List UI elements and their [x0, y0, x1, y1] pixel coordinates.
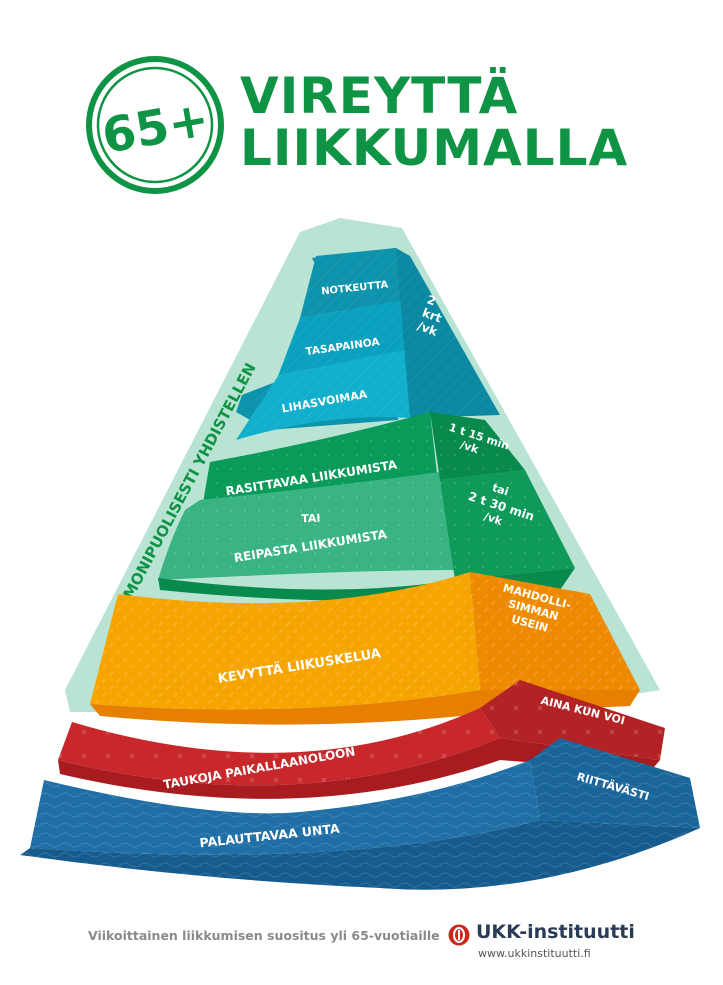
- svg-text:/vk: /vk: [482, 510, 504, 528]
- ukk-logo-icon: [448, 924, 470, 946]
- page-title: VIREYTTÄ LIIKKUMALLA: [240, 70, 628, 174]
- header: 65+ VIREYTTÄ LIIKKUMALLA: [0, 0, 723, 220]
- badge-outer-ring: [86, 56, 224, 194]
- footer-caption: Viikoittainen liikkumisen suositus yli 6…: [88, 928, 440, 943]
- title-line-2: LIIKKUMALLA: [240, 119, 629, 177]
- svg-text:tai: tai: [491, 481, 511, 498]
- org-name: UKK-instituutti: [476, 921, 635, 943]
- badge-inner-ring: [96, 66, 214, 184]
- age-badge: 65+: [86, 56, 224, 194]
- svg-text:/vk: /vk: [459, 438, 481, 456]
- svg-text:/vk: /vk: [416, 319, 441, 339]
- red-underside: [58, 738, 660, 799]
- item-tai: TAI: [301, 512, 321, 526]
- level-strength-balance-flexibility: NOTKEUTTA TASAPAINOA LIHASVOIMAA 2 krt /…: [236, 248, 500, 440]
- frequency-strength: 2 krt /vk: [416, 292, 444, 339]
- title-line-1: VIREYTTÄ: [240, 67, 519, 125]
- org-url[interactable]: www.ukkinstituutti.fi: [478, 947, 591, 960]
- svg-text:krt: krt: [420, 306, 443, 326]
- level-breaks: TAUKOJA PAIKALLAANOLOON AINA KUN VOI: [58, 680, 665, 799]
- level-sleep: PALAUTTAVAA UNTA RIITTÄVÄSTI: [20, 738, 700, 890]
